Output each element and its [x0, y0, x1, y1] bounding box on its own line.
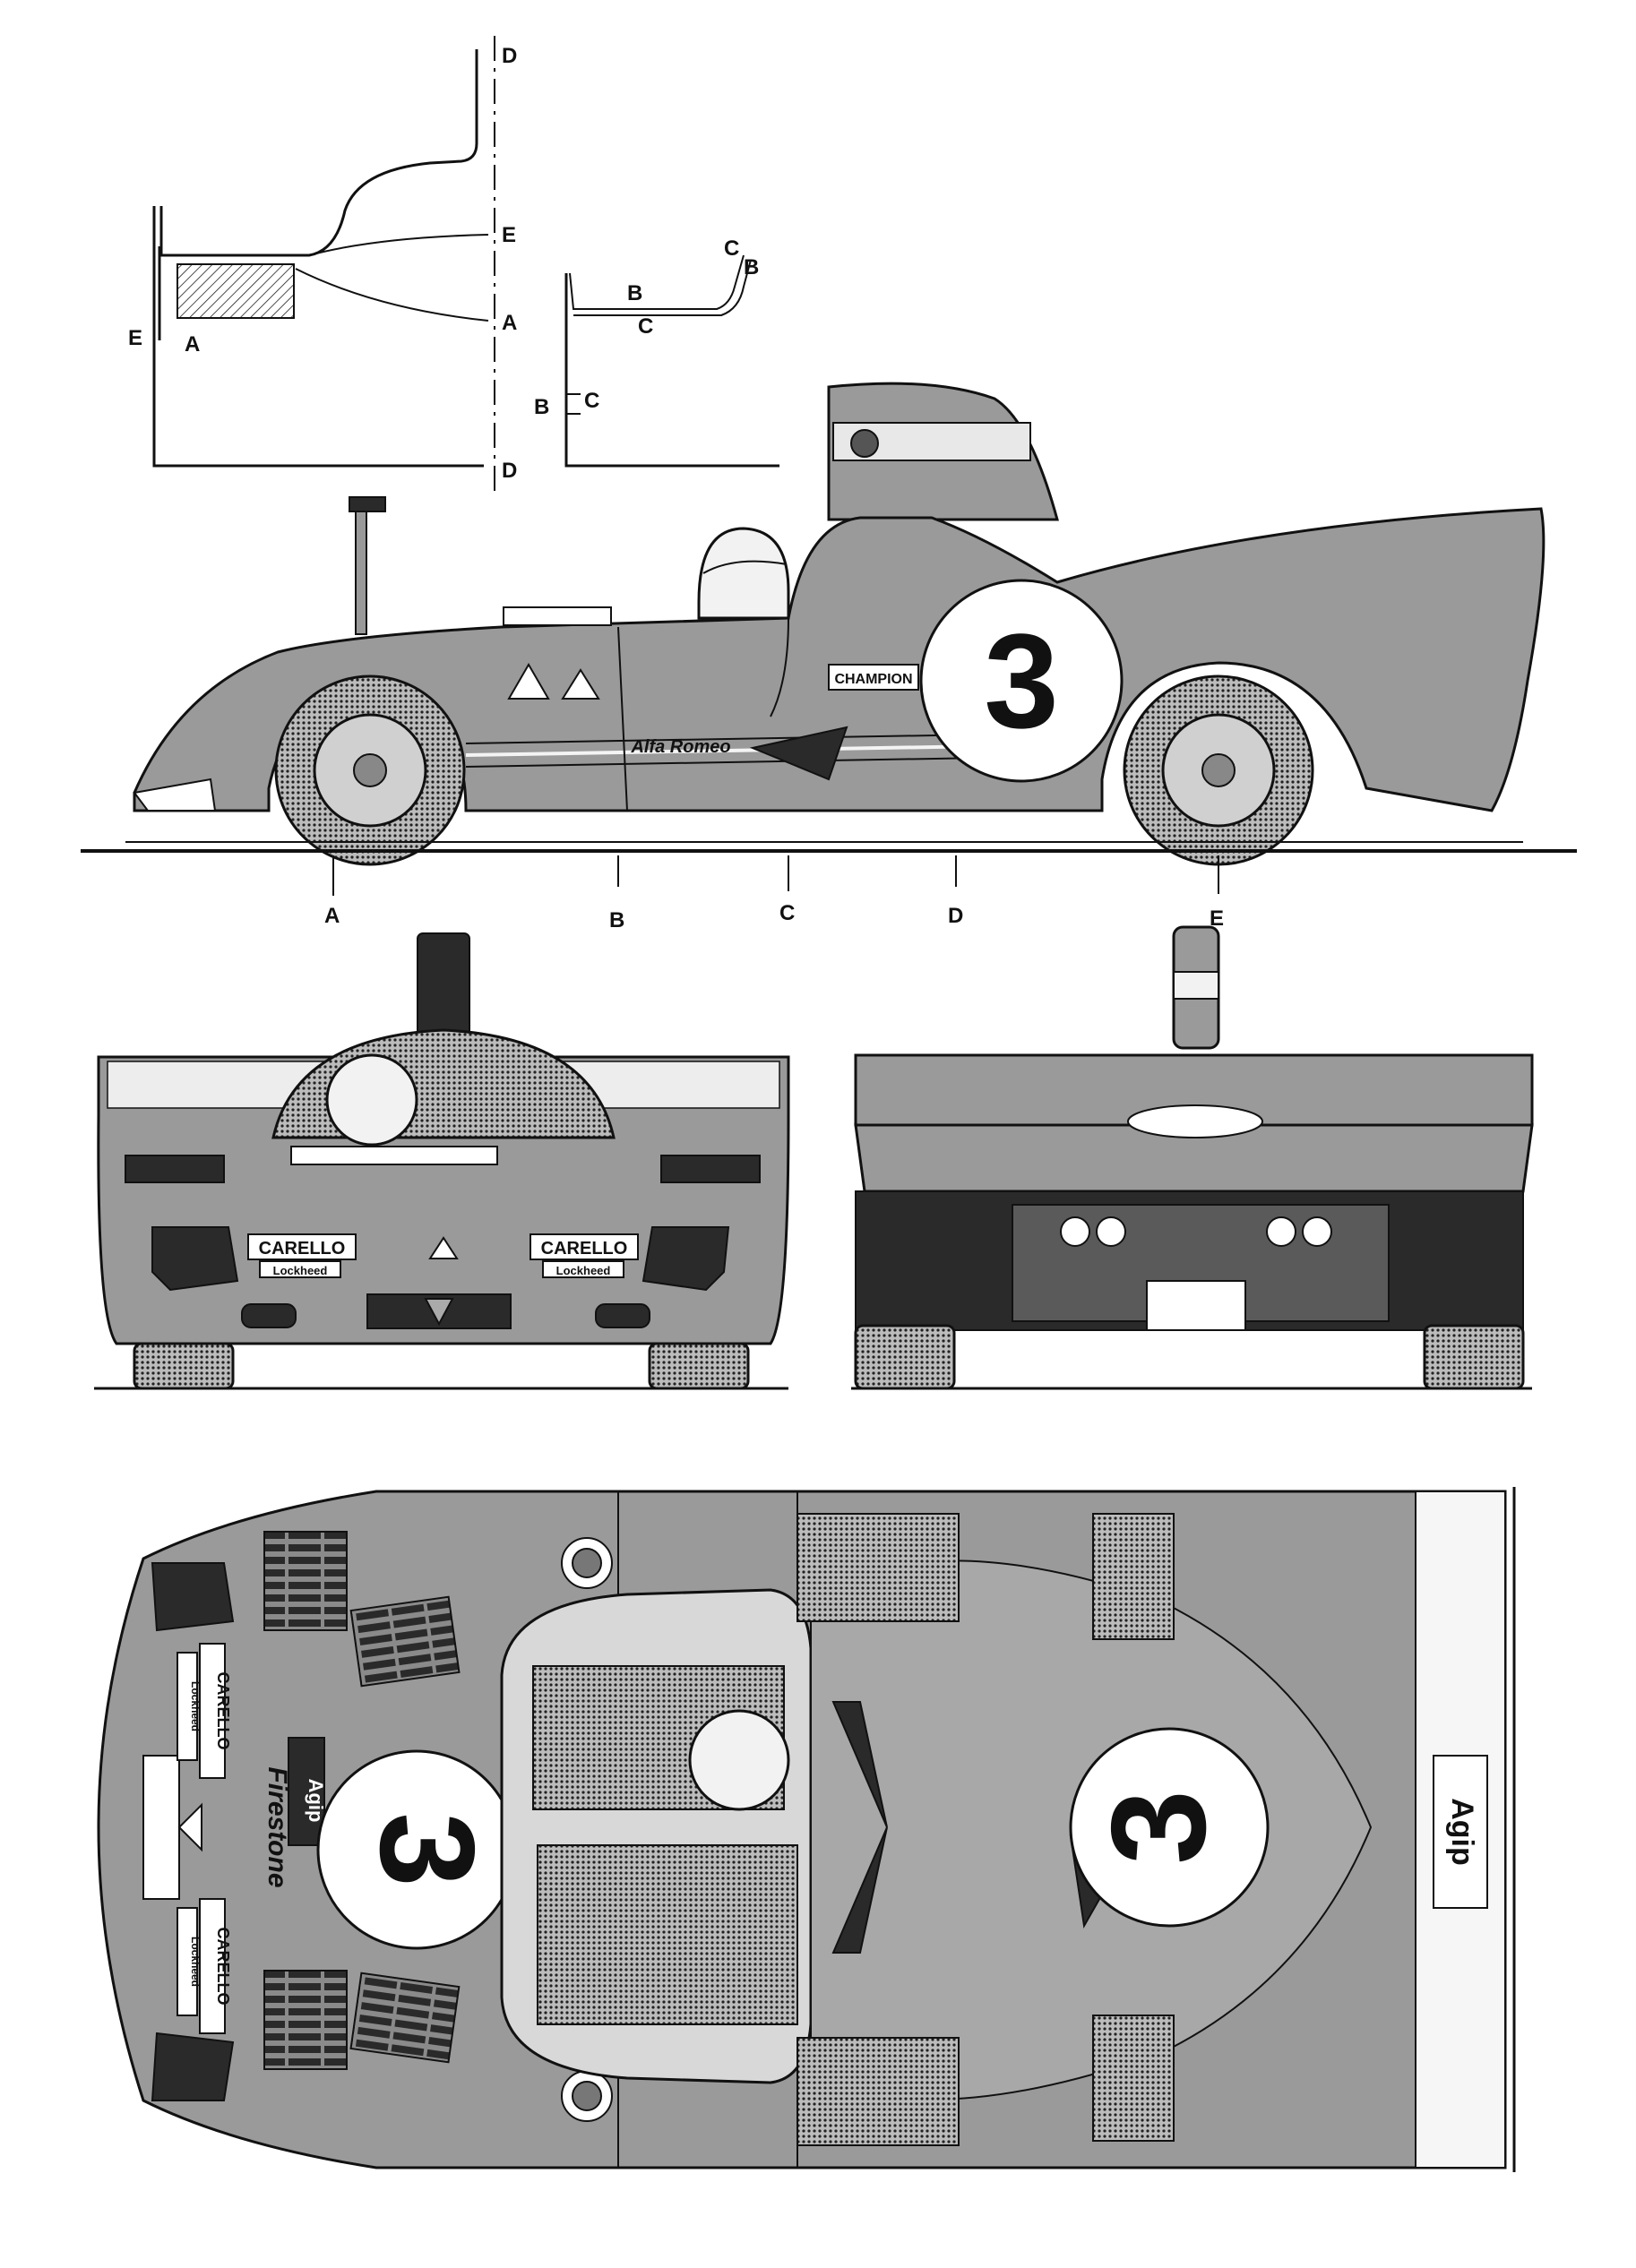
ground-label-b: B	[609, 908, 624, 932]
front-carello-left: CARELLO	[259, 1239, 346, 1259]
front-lockheed-left: Lockheed	[273, 1264, 328, 1277]
label-c-mid: C	[638, 314, 653, 339]
ground-label-d: D	[948, 904, 963, 928]
front-canopy	[271, 1028, 616, 1139]
label-b-side: B	[534, 395, 549, 419]
label-a-left: A	[185, 332, 200, 357]
top-carello-top: CARELLO	[214, 1672, 232, 1750]
top-seat	[537, 1844, 798, 2025]
rear-light-panel	[1146, 1280, 1246, 1331]
rear-right-tyre	[1423, 1324, 1525, 1390]
side-race-number: 3	[984, 606, 1058, 756]
ground-label-e: E	[1210, 906, 1224, 931]
label-e-left: E	[128, 326, 142, 350]
label-c-top: C	[724, 236, 739, 261]
label-d-bottom: D	[502, 459, 517, 483]
rear-view	[851, 925, 1534, 1390]
section-labels-right: C B B C B C	[534, 236, 759, 419]
top-lockheed-top: Lockheed	[189, 1681, 202, 1731]
alfa-script-badge: Alfa Romeo	[630, 737, 730, 757]
front-carello-right: CARELLO	[541, 1239, 628, 1259]
top-firestone: Firestone	[263, 1766, 292, 1887]
side-view: 3 CHAMPION Alfa Romeo	[81, 382, 1577, 866]
label-b-mid: B	[627, 281, 642, 305]
side-vent	[749, 726, 848, 781]
top-grille-1	[263, 1531, 348, 1631]
label-a-mid: A	[502, 311, 517, 335]
top-helmet	[688, 1709, 790, 1811]
top-lockheed-bottom: Lockheed	[189, 1937, 202, 1987]
top-race-number-right: 3	[1083, 1790, 1234, 1864]
windscreen-edge	[503, 606, 612, 626]
section-labels-left: D E A E A D	[128, 44, 517, 483]
driver-helmet	[697, 527, 790, 620]
top-view: CARELLO Lockheed CARELLO Lockheed Firest…	[97, 1487, 1516, 2172]
rear-left-tyre	[854, 1324, 956, 1390]
label-b-top: B	[744, 255, 759, 279]
top-carello-bottom: CARELLO	[214, 1928, 232, 2006]
mirror-head	[349, 496, 386, 512]
champion-label: CHAMPION	[834, 672, 912, 687]
side-body	[133, 507, 1546, 812]
front-left-tyre	[133, 1342, 235, 1390]
label-e-mid: E	[502, 223, 516, 247]
label-c-side: C	[584, 389, 599, 413]
top-roundel-right	[1069, 1727, 1270, 1928]
ground-station-labels: A B C D E	[324, 855, 1224, 932]
front-left-light	[151, 1226, 239, 1292]
side-roundel	[919, 579, 1124, 783]
top-race-number-left: 3	[352, 1812, 503, 1886]
front-view: CARELLO Lockheed CARELLO Lockheed	[94, 932, 790, 1390]
top-agip-right: Agip	[1445, 1798, 1479, 1866]
mirror-post	[355, 503, 367, 635]
champion-sticker	[828, 664, 919, 691]
ground-label-c: C	[779, 901, 795, 925]
front-helmet	[325, 1053, 418, 1147]
section-profile-right	[564, 254, 779, 468]
front-right-tyre	[648, 1342, 750, 1390]
label-d-top: D	[502, 44, 517, 68]
front-lockheed-right: Lockheed	[556, 1264, 611, 1277]
ground-label-a: A	[324, 904, 340, 928]
front-right-light	[641, 1226, 730, 1292]
section-profile-left	[152, 36, 495, 493]
